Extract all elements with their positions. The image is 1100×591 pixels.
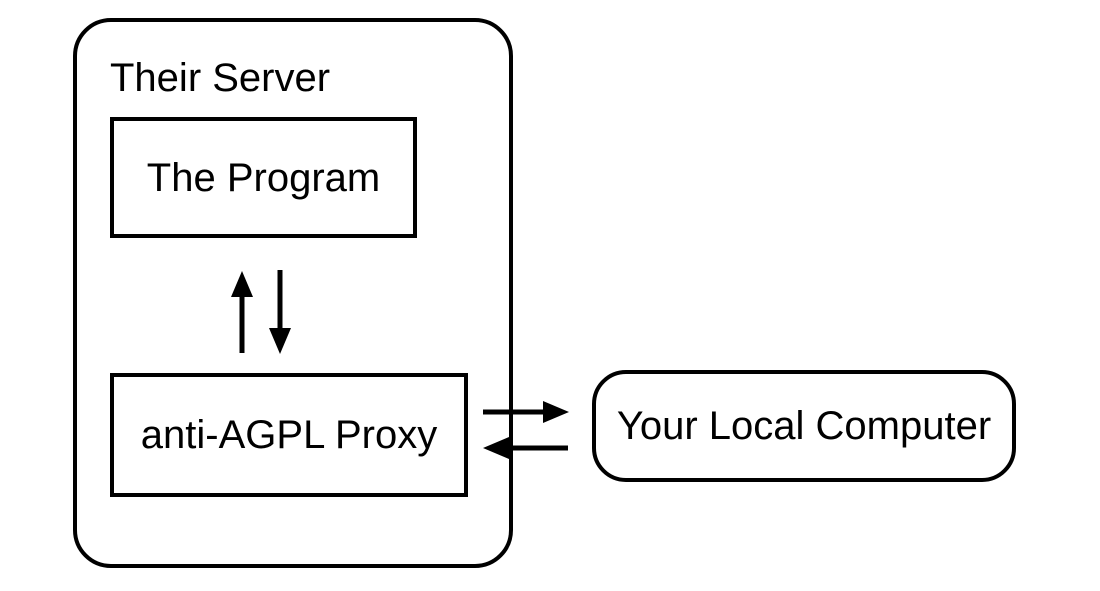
anti-agpl-proxy-node: anti-AGPL Proxy <box>110 373 468 497</box>
your-local-computer-node: Your Local Computer <box>592 370 1016 482</box>
the-program-node: The Program <box>110 117 417 238</box>
their-server-container <box>73 18 513 568</box>
anti-agpl-proxy-label: anti-AGPL Proxy <box>140 413 438 457</box>
the-program-label: The Program <box>146 155 381 200</box>
your-local-computer-label: Your Local Computer <box>616 404 992 448</box>
their-server-label: Their Server <box>110 56 331 100</box>
